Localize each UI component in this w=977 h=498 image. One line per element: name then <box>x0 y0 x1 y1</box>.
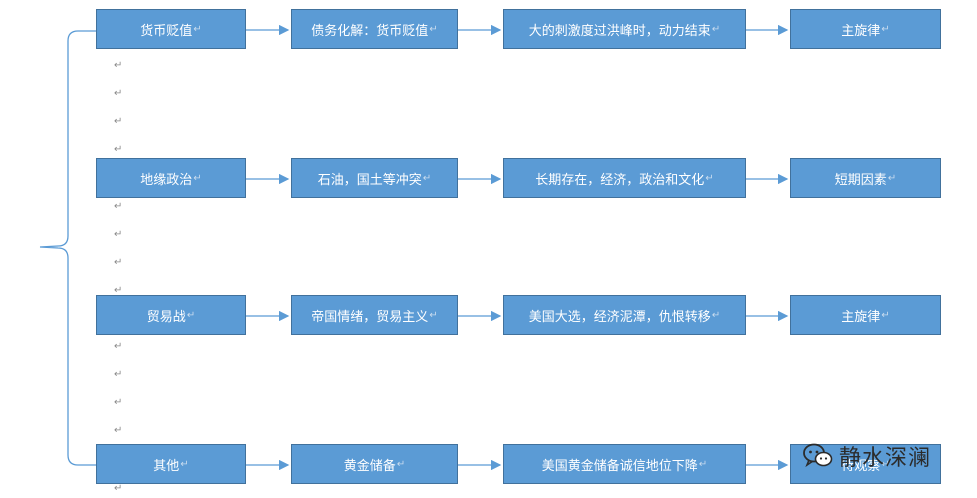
paragraph-mark: ↵ <box>114 425 123 436</box>
node-currency-devaluation: 货币贬值↵ <box>96 9 246 49</box>
paragraph-mark: ↵ <box>114 483 123 494</box>
paragraph-mark: ↵ <box>114 257 123 268</box>
node-gold-credibility-decline: 美国黄金储备诚信地位下降↵ <box>503 444 746 484</box>
paragraph-mark: ↵ <box>114 60 123 71</box>
node-oil-territory-conflict: 石油，国土等冲突↵ <box>291 158 458 198</box>
node-trade-war: 贸易战↵ <box>96 295 246 335</box>
paragraph-mark: ↵ <box>114 285 123 296</box>
node-pending-observation: 待观察↵ <box>790 444 941 484</box>
node-us-election: 美国大选，经济泥潭，仇恨转移↵ <box>503 295 746 335</box>
node-geopolitics: 地缘政治↵ <box>96 158 246 198</box>
watermark: 静水深澜 <box>803 440 931 472</box>
paragraph-mark: ↵ <box>114 88 123 99</box>
node-debt-resolution: 债务化解：货币贬值↵ <box>291 9 458 49</box>
left-brace <box>39 30 96 466</box>
paragraph-mark: ↵ <box>114 397 123 408</box>
node-short-term-factor: 短期因素↵ <box>790 158 941 198</box>
paragraph-mark: ↵ <box>114 341 123 352</box>
node-main-theme-2: 主旋律↵ <box>790 295 941 335</box>
node-stimulus-end: 大的刺激度过洪峰时，动力结束↵ <box>503 9 746 49</box>
node-long-term-existence: 长期存在，经济，政治和文化↵ <box>503 158 746 198</box>
node-gold-reserves: 黄金储备↵ <box>291 444 458 484</box>
paragraph-mark: ↵ <box>114 229 123 240</box>
node-main-theme-1: 主旋律↵ <box>790 9 941 49</box>
node-imperial-sentiment: 帝国情绪，贸易主义↵ <box>291 295 458 335</box>
watermark-text: 静水深澜 <box>839 446 932 471</box>
wechat-icon <box>803 443 833 468</box>
paragraph-mark: ↵ <box>114 116 123 127</box>
node-other: 其他↵ <box>96 444 246 484</box>
paragraph-mark: ↵ <box>114 144 123 155</box>
paragraph-mark: ↵ <box>114 369 123 380</box>
paragraph-mark: ↵ <box>114 201 123 212</box>
